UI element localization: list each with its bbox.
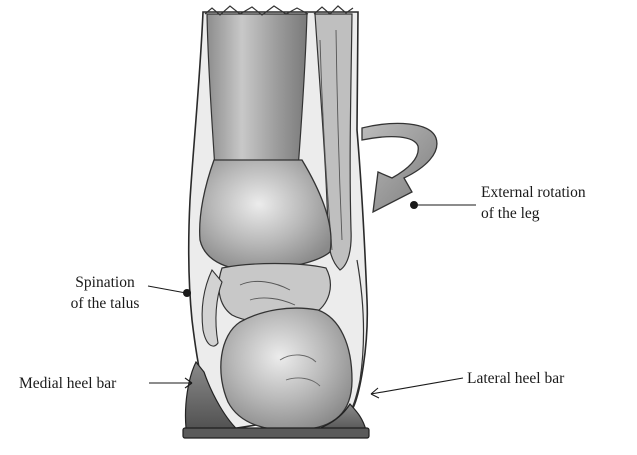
supination-label: Spination of the talus: [50, 272, 160, 314]
external-rotation-line-2: of the leg: [481, 203, 586, 224]
external-rotation-dot: [410, 201, 418, 209]
medial-heel-bar-label: Medial heel bar: [19, 373, 116, 394]
supination-line-2: of the talus: [50, 293, 160, 314]
calcaneus: [221, 308, 352, 430]
lateral-heel-bar-leader: [371, 378, 463, 394]
distal-tibia: [200, 160, 331, 270]
external-rotation-line-1: External rotation: [481, 182, 586, 203]
lateral-heel-bar-label: Lateral heel bar: [467, 368, 564, 389]
tibia-shaft: [207, 14, 307, 170]
external-rotation-label: External rotation of the leg: [481, 182, 586, 224]
rotation-arrow: [362, 123, 437, 212]
supination-line-1: Spination: [50, 272, 160, 293]
heel-base-plate: [183, 428, 369, 438]
supination-dot: [183, 289, 191, 297]
